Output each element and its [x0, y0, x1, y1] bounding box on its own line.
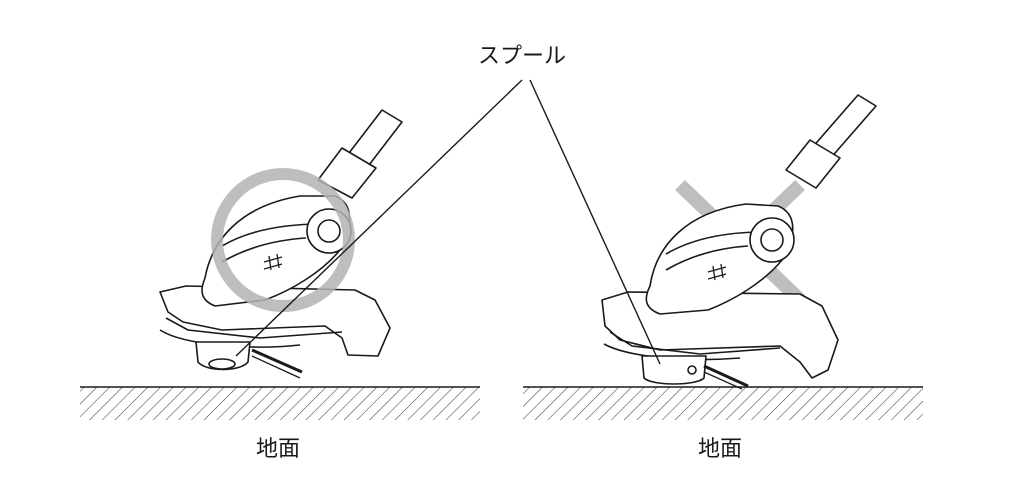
panel-incorrect: [523, 94, 923, 420]
ground-label-right: 地面: [698, 437, 743, 462]
leader-line-left: [235, 79, 523, 357]
ground-hatch-right: [523, 387, 923, 420]
panel-correct: [80, 109, 480, 420]
trimmer-left: [159, 109, 403, 379]
ground-label-left: 地面: [256, 437, 301, 462]
correct-mark-circle-icon: [211, 168, 355, 312]
leader-line-right: [529, 79, 661, 365]
trimmer-right: [601, 94, 877, 390]
callout-leaders: [235, 79, 661, 365]
spool-callout-label: スプール: [478, 44, 567, 69]
ground-hatch-left: [80, 387, 480, 420]
